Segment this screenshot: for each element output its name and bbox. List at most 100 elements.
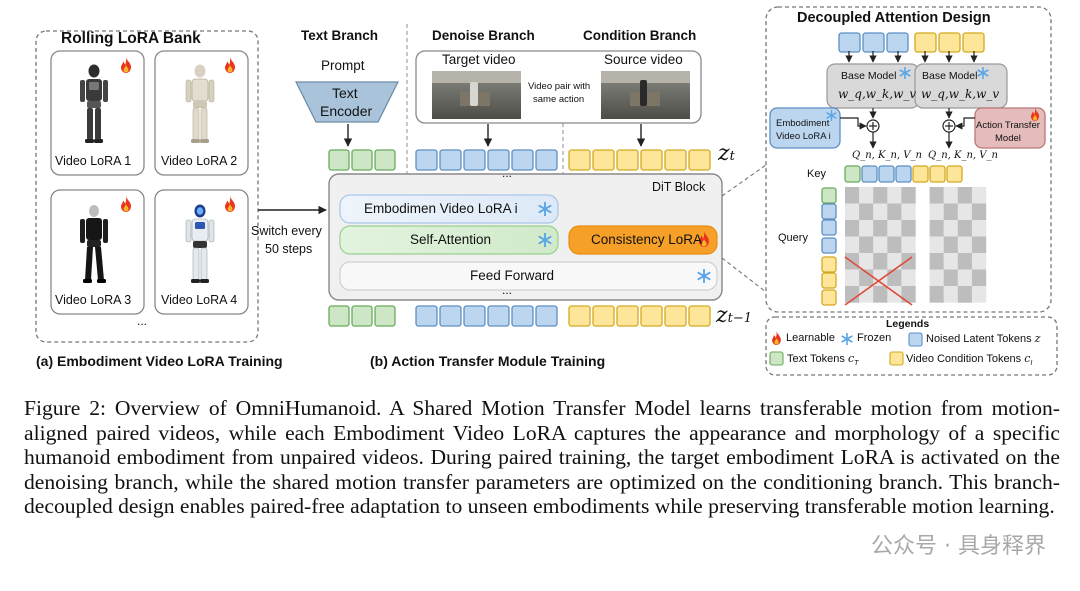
base-model-right-label: Base Model — [922, 70, 978, 82]
noised-latent-token — [511, 149, 534, 171]
embodiment-lora-box-line-1: Embodiment — [776, 118, 830, 129]
video-condition-token — [664, 149, 687, 171]
lora-card-3 — [50, 189, 145, 315]
attention-cell — [873, 203, 888, 221]
attention-cell — [859, 236, 874, 254]
text-token — [351, 305, 373, 327]
attention-cell — [957, 269, 973, 287]
attention-cell — [957, 187, 973, 204]
base-model-right — [914, 63, 1008, 109]
qkv-right: Q_n, K_n, V_n — [928, 150, 998, 161]
attention-cell — [943, 286, 958, 303]
plus-node-right — [942, 119, 956, 133]
attention-matrix — [845, 187, 987, 303]
attention-cell — [873, 187, 888, 204]
noised-latent-token — [886, 32, 909, 53]
lora-card-4 — [154, 189, 249, 315]
subtitle-b: (b) Action Transfer Module Training — [370, 353, 606, 369]
attention-cell — [901, 220, 916, 237]
legend-learnable: Learnable — [786, 332, 835, 344]
base-model-right-weights: w_q,w_k,w_v — [921, 87, 1000, 101]
action-transfer-box-line-2: Model — [995, 133, 1021, 144]
noised-latent-token — [535, 305, 558, 327]
query-text-token — [821, 187, 837, 204]
action-transfer-box-line-1: Action Transfer — [976, 120, 1040, 131]
rolling-bank-title: Rolling LoRA Bank — [61, 30, 201, 47]
source-video-label: Source video — [604, 52, 683, 67]
attention-cell — [873, 253, 888, 270]
lora-card-1 — [50, 50, 145, 176]
figure-diagram — [35, 6, 1058, 376]
attention-cell — [929, 286, 944, 303]
noised-latent-token — [862, 32, 885, 53]
legend-noised: Noised Latent Tokens z — [926, 332, 1041, 345]
attention-cell — [943, 269, 958, 287]
lora-card-2 — [154, 50, 249, 176]
key-text-token — [844, 165, 861, 183]
attention-cell — [845, 203, 860, 221]
key-noised-token — [878, 165, 895, 183]
attention-panel — [765, 6, 1052, 313]
attention-cell — [957, 236, 973, 254]
key-video-token — [912, 165, 929, 183]
attention-cell — [873, 236, 888, 254]
z-t-label: zt — [718, 141, 735, 166]
video-pair-line-2: same action — [533, 94, 585, 105]
attention-cell — [901, 253, 916, 270]
video-condition-token — [640, 149, 663, 171]
condition-branch-title: Condition Branch — [583, 28, 697, 43]
action-transfer-box — [974, 107, 1046, 149]
key-noised-token — [895, 165, 912, 183]
attention-cell — [943, 203, 958, 221]
noised-latent-token — [487, 305, 510, 327]
embodiment-lora-box-line-2: Video LoRA i — [776, 131, 831, 142]
attention-cell — [845, 269, 860, 287]
consistency-lora-layer — [568, 225, 718, 255]
subtitle-a: (a) Embodiment Video LoRA Training — [36, 353, 283, 369]
attention-cell — [845, 236, 860, 254]
denoise-branch-title: Denoise Branch — [432, 28, 535, 43]
key-noised-token — [861, 165, 878, 183]
noised-latent-token — [463, 305, 486, 327]
video-condition-token — [592, 305, 615, 327]
figure: Rolling LoRA Bank Video LoRA 1 Video LoR… — [35, 6, 1058, 376]
bottom-dots: ... — [502, 283, 513, 297]
noised-latent-token — [439, 305, 462, 327]
noised-latent-token — [415, 149, 438, 171]
query-video-token — [821, 272, 837, 289]
base-model-left-label: Base Model — [841, 70, 897, 82]
video-condition-token — [568, 149, 591, 171]
noised-latent-token — [415, 305, 438, 327]
text-encoder-line-1: Text — [332, 85, 358, 101]
snowflake-icon — [841, 333, 853, 345]
attention-cell — [943, 187, 958, 204]
query-video-token — [821, 289, 837, 306]
attention-cell — [859, 269, 874, 287]
key-label: Key — [807, 168, 826, 180]
video-condition-token — [938, 32, 961, 53]
attention-cell — [929, 203, 944, 221]
video-condition-token — [962, 32, 985, 53]
attention-cell — [971, 187, 987, 204]
attention-cell — [929, 236, 944, 254]
watermark: 公众号 · 具身释界 — [871, 534, 1046, 559]
attention-cell — [845, 220, 860, 237]
dit-block-label: DiT Block — [652, 180, 706, 194]
masked-cross — [844, 256, 913, 306]
qkv-left: Q_n, K_n, V_n — [852, 150, 922, 161]
attention-cell — [901, 286, 916, 303]
text-token — [328, 305, 350, 327]
attention-cell — [971, 203, 987, 221]
text-token — [328, 149, 350, 171]
video-condition-token — [688, 149, 711, 171]
noised-latent-token — [487, 149, 510, 171]
video-pair-line-1: Video pair with — [528, 81, 591, 92]
lora-more-dots: ... — [137, 314, 148, 328]
attention-cell — [901, 187, 916, 204]
attention-cell — [929, 220, 944, 237]
attention-cell — [943, 253, 958, 270]
video-condition-token — [664, 305, 687, 327]
lora-label-4: Video LoRA 4 — [161, 293, 238, 307]
video-condition-token — [616, 149, 639, 171]
attention-cell — [873, 220, 888, 237]
